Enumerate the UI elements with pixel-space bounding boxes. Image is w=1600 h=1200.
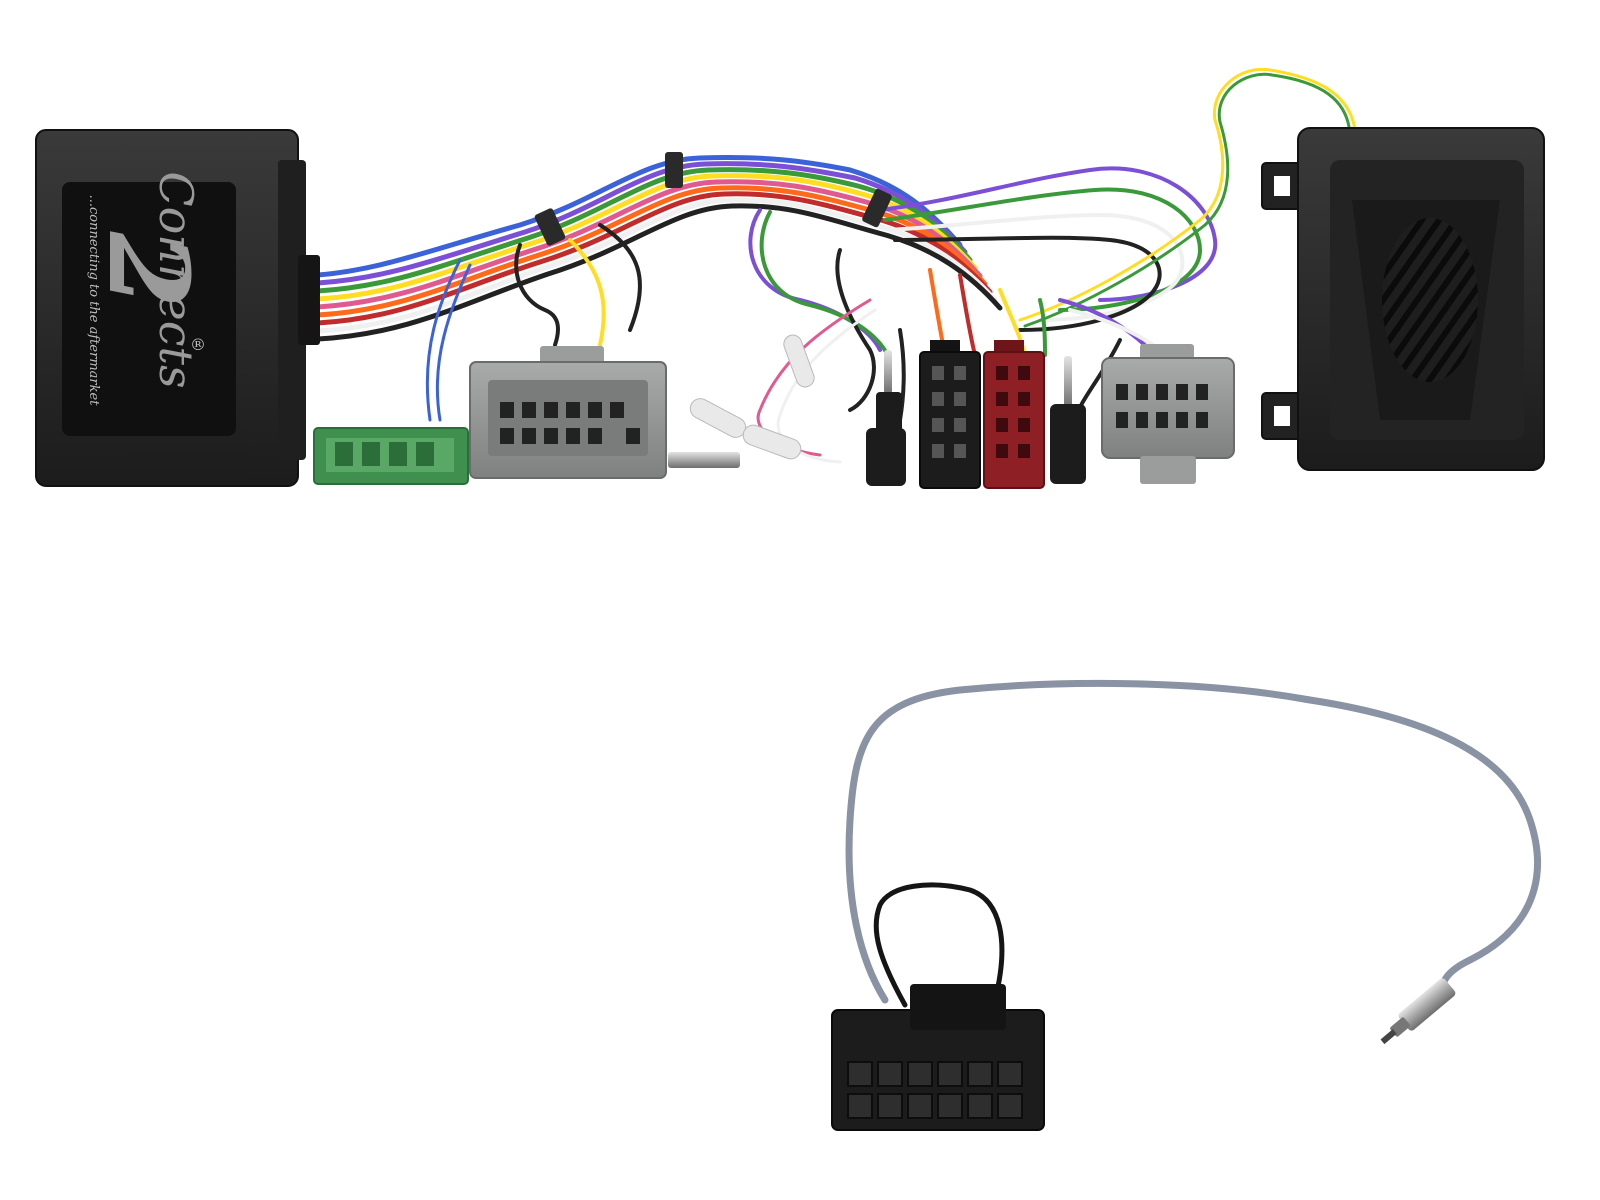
brand-label-panel <box>62 182 236 436</box>
antenna-plug-icon <box>1380 978 1456 1045</box>
brand-logo: Connects 2 ...connecting to the aftermar… <box>84 171 213 406</box>
grey-vehicle-connector-2 <box>1101 344 1235 484</box>
speaker-box-icon <box>1261 127 1545 471</box>
speaker-grille <box>1382 218 1478 382</box>
patch-lead <box>845 679 1541 1008</box>
jack-plug-icon <box>1050 356 1086 484</box>
registered-mark: ® <box>190 335 206 354</box>
jack-plug-icon <box>866 350 906 486</box>
grey-vehicle-connector-1 <box>469 346 667 479</box>
radio-interface-connector <box>831 984 1045 1131</box>
brand-logo-text: Connects <box>149 171 203 388</box>
brand-tagline: ...connecting to the aftermarket <box>86 195 101 407</box>
iso-connector-red <box>983 340 1045 489</box>
bullet-terminals <box>689 334 815 460</box>
wire-harness <box>315 67 1357 464</box>
metal-stub <box>668 452 740 468</box>
interface-box-icon: Connects 2 ...connecting to the aftermar… <box>35 129 320 487</box>
iso-connector-black <box>919 340 981 489</box>
brand-logo-numeral: 2 <box>84 231 213 309</box>
green-connector <box>313 427 469 485</box>
